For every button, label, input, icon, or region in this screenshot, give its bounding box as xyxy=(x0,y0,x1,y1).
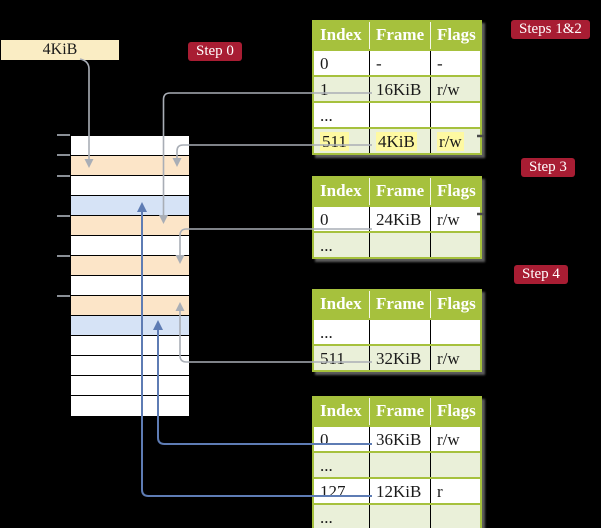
table-row: 0 36KiB r/w xyxy=(314,425,480,451)
memory-row-0 xyxy=(71,136,189,156)
memory-row-10 xyxy=(71,336,189,356)
root-table-pointer-box: 4KiB xyxy=(1,40,119,60)
memory-row-13 xyxy=(71,396,189,416)
column-header-flags: Flags xyxy=(430,22,480,49)
table-row: 511 32KiB r/w xyxy=(314,344,480,370)
column-header-frame: Frame xyxy=(369,22,430,49)
memory-row-2 xyxy=(71,176,189,196)
column-header-frame: Frame xyxy=(369,291,430,318)
memory-row-12 xyxy=(71,376,189,396)
tick-mark xyxy=(57,134,70,136)
step-4-label: Step 4 xyxy=(514,265,568,284)
memory-row-1-page-table xyxy=(71,156,189,176)
page-table-final: Index Frame Flags 0 36KiB r/w ... 127 12… xyxy=(312,396,482,528)
memory-row-6-page-table xyxy=(71,256,189,276)
tick-mark xyxy=(57,154,70,156)
column-header-index: Index xyxy=(320,181,362,200)
column-header-index: Index xyxy=(320,25,362,44)
page-table-step3: Index Frame Flags 0 24KiB r/w ... xyxy=(312,176,482,259)
column-header-frame: Frame xyxy=(369,398,430,425)
page-table-step4: Index Frame Flags ... 511 32KiB r/w xyxy=(312,289,482,372)
tick-mark xyxy=(57,295,70,297)
memory-row-9-mapped-page xyxy=(71,316,189,336)
column-header-flags: Flags xyxy=(430,178,480,205)
column-header-flags: Flags xyxy=(430,291,480,318)
step-0-label: Step 0 xyxy=(188,42,242,61)
step-3-label: Step 3 xyxy=(521,158,575,177)
column-header-index: Index xyxy=(320,294,362,313)
memory-row-5 xyxy=(71,236,189,256)
table-row: ... xyxy=(314,231,480,257)
tick-mark xyxy=(57,255,70,257)
memory-row-4-page-table xyxy=(71,216,189,236)
steps-1-2-label: Steps 1&2 xyxy=(511,20,590,39)
table-header-row: Index Frame Flags xyxy=(314,291,480,318)
table-row: ... xyxy=(314,451,480,477)
memory-row-7 xyxy=(71,276,189,296)
column-header-flags: Flags xyxy=(430,398,480,425)
table-row: 1 16KiB r/w xyxy=(314,75,480,101)
table-row: 0 24KiB r/w xyxy=(314,205,480,231)
physical-memory-column xyxy=(70,135,190,417)
page-table-steps12: Index Frame Flags 0 - - 1 16KiB r/w ... … xyxy=(312,20,482,155)
table-row: ... xyxy=(314,101,480,127)
tick-mark xyxy=(57,175,70,177)
table-header-row: Index Frame Flags xyxy=(314,398,480,425)
memory-row-3-mapped-page xyxy=(71,196,189,216)
table-row: ... xyxy=(314,318,480,344)
table-row: 127 12KiB r xyxy=(314,477,480,503)
column-header-frame: Frame xyxy=(369,178,430,205)
table-row-highlighted: 511 4KiB r/w xyxy=(314,127,480,153)
tick-mark xyxy=(57,215,70,217)
table-row: ... xyxy=(314,503,480,528)
table-header-row: Index Frame Flags xyxy=(314,22,480,49)
memory-row-11 xyxy=(71,356,189,376)
table-row: 0 - - xyxy=(314,49,480,75)
table-header-row: Index Frame Flags xyxy=(314,178,480,205)
root-table-pointer-label: 4KiB xyxy=(42,41,78,58)
column-header-index: Index xyxy=(320,401,362,420)
memory-row-8-page-table xyxy=(71,296,189,316)
